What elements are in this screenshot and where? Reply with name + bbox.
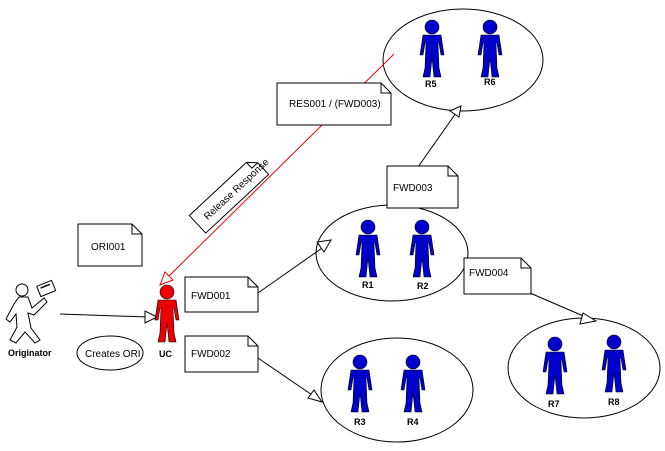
group-r5-r6-ellipse xyxy=(382,8,544,112)
originator-to-uc-arrowhead xyxy=(144,310,159,324)
r4-label: R4 xyxy=(407,417,419,427)
uc-person-icon xyxy=(154,284,180,343)
group-r7-r8-ellipse xyxy=(507,317,661,419)
r8-label: R8 xyxy=(608,397,620,407)
r3-person-icon xyxy=(347,354,373,413)
r2-person-icon xyxy=(409,219,435,278)
note-release-response-label: Release Response xyxy=(202,157,272,223)
r4-person-icon xyxy=(400,354,426,413)
r5-label: R5 xyxy=(425,79,437,89)
fwd001-arrowhead xyxy=(316,239,332,253)
fwd002-to-r3r4-line xyxy=(257,357,316,398)
group-r1-r2-ellipse xyxy=(315,204,469,302)
r6-label: R6 xyxy=(484,77,496,87)
note-fwd003-label: FWD003 xyxy=(393,183,433,194)
note-fwd004-label: FWD004 xyxy=(469,268,509,279)
fwd004-arrowhead xyxy=(579,312,598,325)
fwd003-to-r5r6-line xyxy=(417,112,457,168)
r1-label: R1 xyxy=(362,280,374,290)
note-res001-label: RES001 / (FWD003) xyxy=(289,99,381,110)
r1-person-icon xyxy=(355,219,381,278)
note-fwd002: FWD002 xyxy=(184,335,259,373)
creates-ori-label: Creates ORI xyxy=(85,349,141,360)
note-fwd003: FWD003 xyxy=(386,165,459,209)
originator-with-envelope-icon xyxy=(5,279,57,344)
r2-label: R2 xyxy=(417,281,429,291)
r6-person-icon xyxy=(477,19,503,78)
note-ori001: ORI001 xyxy=(77,223,143,267)
r7-person-icon xyxy=(542,336,568,395)
r3-label: R3 xyxy=(354,417,366,427)
fwd004-to-r7r8-line xyxy=(529,292,589,319)
note-fwd004: FWD004 xyxy=(463,257,532,295)
note-fwd002-label: FWD002 xyxy=(191,349,231,360)
group-r3-r4-ellipse xyxy=(320,337,474,443)
note-ori001-label: ORI001 xyxy=(91,242,126,253)
originator-label: Originator xyxy=(8,348,52,358)
note-fwd001: FWD001 xyxy=(184,276,259,313)
r7-label: R7 xyxy=(548,399,560,409)
fwd001-to-r1r2-line xyxy=(257,245,326,294)
note-fwd001-label: FWD001 xyxy=(191,291,231,302)
note-release-response: Release Response xyxy=(188,157,272,234)
release-response-arrowhead xyxy=(159,271,174,286)
r8-person-icon xyxy=(601,334,627,393)
originator-to-uc-line xyxy=(59,313,149,318)
fwd003-arrowhead xyxy=(448,105,462,118)
r5-person-icon xyxy=(419,19,445,78)
uc-label: UC xyxy=(159,349,172,359)
note-res001: RES001 / (FWD003) xyxy=(276,82,392,126)
creates-ori-ellipse xyxy=(76,335,144,371)
fwd002-arrowhead xyxy=(307,389,324,403)
